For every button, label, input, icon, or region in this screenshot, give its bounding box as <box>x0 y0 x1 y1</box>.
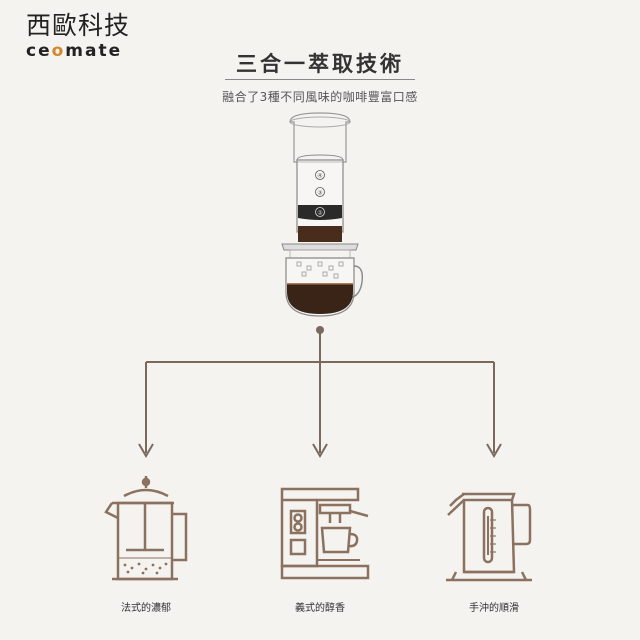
pour-over-kettle-icon <box>446 492 532 582</box>
device-label-4: ④ <box>317 173 322 180</box>
espresso-machine-icon <box>280 487 370 580</box>
method-caption-espresso: 義式的醇香 <box>295 603 345 614</box>
method-caption-french-press: 法式的濃郁 <box>121 603 171 614</box>
device-label-3: ③ <box>317 190 322 197</box>
brand-name-cn: 西歐科技 <box>26 11 131 40</box>
device-label-2: ② <box>317 210 323 217</box>
page-title: 三合一萃取技術 <box>236 52 404 76</box>
brand-logo: 西歐科技 ceomate <box>26 11 131 61</box>
method-caption-pour-over: 手沖的順滑 <box>469 603 519 614</box>
flow-connectors <box>138 326 502 458</box>
title-underline <box>225 79 415 80</box>
page-subtitle: 融合了3種不同風味的咖啡豐富口感 <box>222 90 418 104</box>
brand-name-en: ceomate <box>26 41 123 61</box>
french-press-icon <box>104 476 188 581</box>
aeropress-device-icon: ④ ③ ② <box>281 112 364 317</box>
